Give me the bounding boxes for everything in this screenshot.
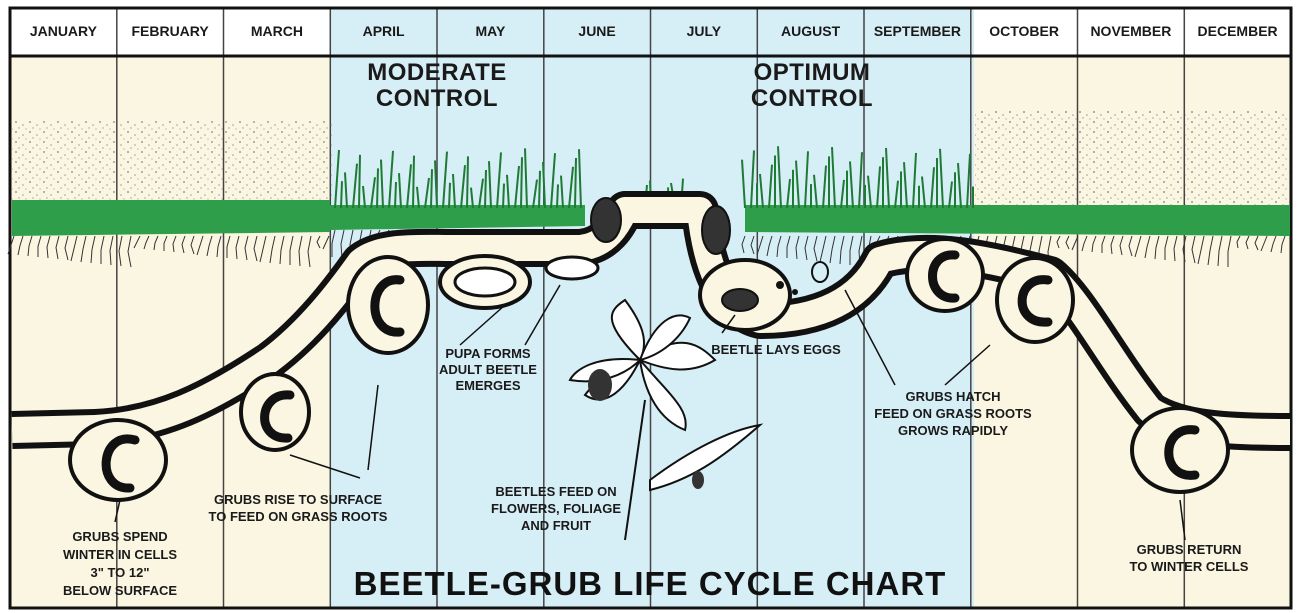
annotation-feed-line: BEETLES FEED ON — [495, 484, 616, 499]
annotation-eggs-line: BEETLE LAYS EGGS — [711, 342, 841, 357]
month-label: JULY — [687, 23, 722, 39]
month-label: MARCH — [251, 23, 303, 39]
month-label: OCTOBER — [989, 23, 1059, 39]
annotation-rise-line: TO FEED ON GRASS ROOTS — [209, 509, 388, 524]
moderate-control-line2: CONTROL — [376, 85, 498, 112]
grass-right — [745, 205, 1290, 236]
optimum-control-line1: OPTIMUM — [754, 59, 871, 86]
soil-speckle-left — [12, 120, 332, 200]
egg-icon — [776, 281, 784, 289]
annotation-hatch-line: GROWS RAPIDLY — [898, 423, 1008, 438]
pupa-icon-2 — [546, 257, 598, 279]
moderate-control-line1: MODERATE — [367, 59, 507, 86]
beetle-icon — [692, 471, 704, 489]
month-label: JUNE — [578, 23, 615, 39]
month-label: JANUARY — [30, 23, 98, 39]
grass-left — [12, 200, 330, 236]
optimum-control-line2: CONTROL — [751, 85, 873, 112]
annotation-hatch-line: GRUBS HATCH — [905, 389, 1000, 404]
annotation-pupa-line: ADULT BEETLE — [439, 362, 537, 377]
annotation-feed-line: AND FRUIT — [521, 518, 591, 533]
month-label: NOVEMBER — [1090, 23, 1171, 39]
pupa-icon — [455, 268, 515, 296]
egg-icon — [792, 289, 798, 295]
winter-cell-right — [1132, 408, 1228, 492]
annotation-winter_cells-line: BELOW SURFACE — [63, 583, 177, 598]
annotation-winter_cells-line: GRUBS SPEND — [72, 529, 167, 544]
beetle-icon — [702, 206, 730, 254]
annotation-pupa-line: EMERGES — [455, 378, 520, 393]
annotation-rise-line: GRUBS RISE TO SURFACE — [214, 492, 382, 507]
annotation-hatch-line: FEED ON GRASS ROOTS — [874, 406, 1032, 421]
month-label: MAY — [475, 23, 505, 39]
month-label: AUGUST — [781, 23, 841, 39]
annotation-winter_cells-line: WINTER IN CELLS — [63, 547, 177, 562]
month-label: SEPTEMBER — [874, 23, 961, 39]
chart-title: BEETLE-GRUB LIFE CYCLE CHART — [354, 565, 947, 602]
grow-cell — [997, 258, 1073, 342]
month-label: APRIL — [363, 23, 405, 39]
annotation-winter_cells-line: 3" TO 12" — [90, 565, 149, 580]
month-label: FEBRUARY — [131, 23, 209, 39]
annotation-return-line: TO WINTER CELLS — [1130, 559, 1249, 574]
grub-cell-april — [348, 257, 428, 353]
soil-speckle-right — [975, 110, 1290, 205]
grass-spring — [330, 205, 585, 230]
annotation-feed-line: FLOWERS, FOLIAGE — [491, 501, 621, 516]
beetle-icon — [591, 198, 621, 242]
month-label: DECEMBER — [1198, 23, 1278, 39]
annotation-pupa-line: PUPA FORMS — [445, 346, 531, 361]
annotation-return-line: GRUBS RETURN — [1137, 542, 1242, 557]
beetle-icon — [588, 369, 612, 401]
beetle-icon — [722, 289, 758, 311]
